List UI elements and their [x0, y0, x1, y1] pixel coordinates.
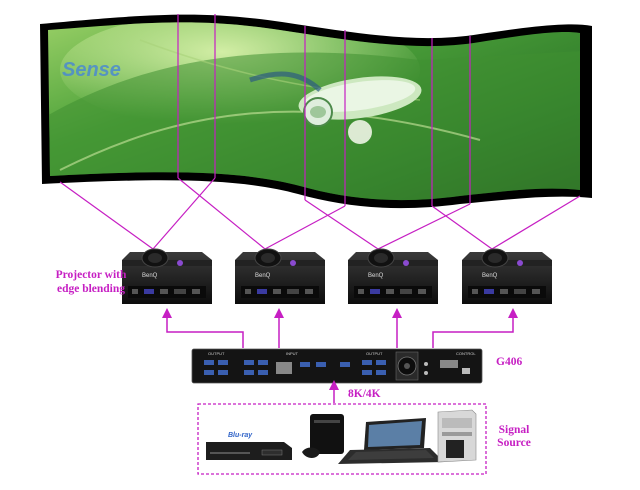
curved-screen: Sense	[40, 14, 592, 209]
blu-ray-logo: Blu-ray	[228, 432, 253, 439]
projector-4: BenQ	[461, 248, 553, 305]
game-console-icon	[302, 414, 344, 458]
panel-label-output-left: OUTPUT	[208, 351, 225, 356]
projector-brand: BenQ	[482, 273, 498, 279]
signal-source-label-line1: Signal	[498, 424, 530, 436]
laptop-icon	[338, 418, 444, 464]
projection-beams	[59, 177, 581, 250]
input-arrow	[329, 380, 339, 403]
projector-label-line2: edge blending	[56, 283, 126, 295]
projector-2: BenQ	[234, 248, 326, 305]
projector-icon	[461, 248, 553, 305]
projector-brand: BenQ	[368, 273, 384, 279]
projector-3: BenQ	[347, 248, 439, 305]
panel-label-control: CONTROL	[456, 351, 476, 356]
projector-icon	[347, 248, 439, 305]
projector-1: BenQ	[121, 248, 213, 305]
signal-source-label: Signal Source	[494, 424, 534, 450]
projector-brand: BenQ	[142, 273, 158, 279]
panel-label-input: INPUT	[286, 351, 299, 356]
g406-switcher: OUTPUT INPUT OUTPUT CONTROL	[191, 348, 483, 384]
output-arrows	[166, 316, 514, 348]
screen-image-text: Sense	[62, 59, 121, 81]
switcher-label: G406	[496, 356, 523, 368]
projector-label: Projector with edge blending	[36, 268, 146, 296]
projector-brand: BenQ	[255, 273, 271, 279]
cooling-fan-icon	[395, 351, 419, 381]
projector-label-line1: Projector with	[55, 269, 127, 281]
panel-label-output-right: OUTPUT	[366, 351, 383, 356]
resolution-label: 8K/4K	[348, 388, 381, 400]
signal-source-box	[197, 403, 487, 475]
signal-source-label-line2: Source	[497, 437, 531, 449]
blu-ray-player-icon: Blu-ray	[206, 432, 292, 460]
desktop-pc-icon	[437, 409, 477, 463]
projector-icon	[234, 248, 326, 305]
